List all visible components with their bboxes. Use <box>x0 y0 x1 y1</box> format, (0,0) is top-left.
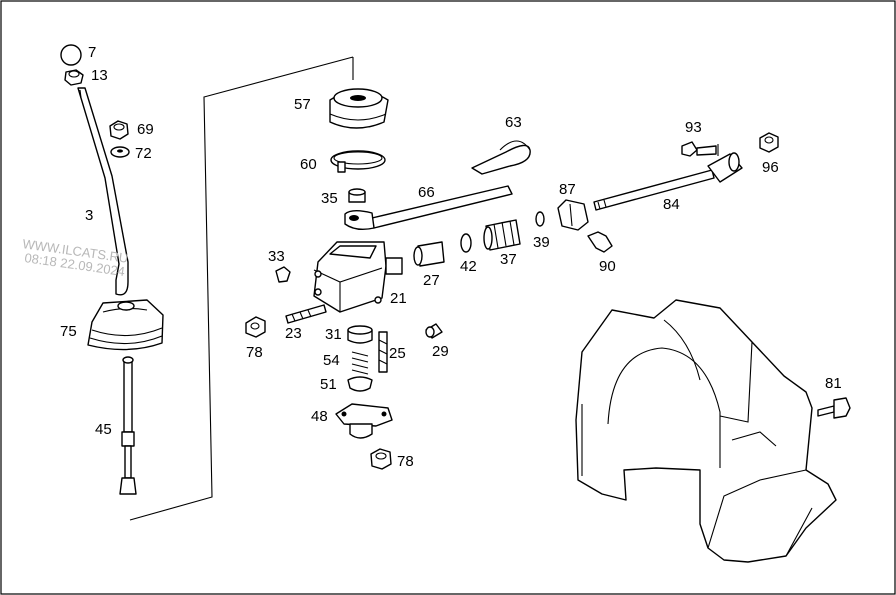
callout-78-left[interactable]: 78 <box>246 344 263 361</box>
bushing-27 <box>413 241 445 267</box>
bushing-29 <box>425 323 443 339</box>
nut-78-bottom <box>370 448 392 470</box>
callout-37[interactable]: 37 <box>500 251 517 268</box>
callout-63[interactable]: 63 <box>505 114 522 131</box>
callout-54[interactable]: 54 <box>323 352 340 369</box>
ring-42 <box>460 233 472 253</box>
pin-25 <box>378 331 388 373</box>
callout-66[interactable]: 66 <box>418 184 435 201</box>
callout-42[interactable]: 42 <box>460 258 477 275</box>
callout-33[interactable]: 33 <box>268 248 285 265</box>
callout-13[interactable]: 13 <box>91 67 108 84</box>
bolt-93 <box>681 141 717 157</box>
ring-39 <box>535 211 545 227</box>
washer-7 <box>60 44 82 66</box>
callout-7[interactable]: 7 <box>88 44 96 61</box>
callout-84[interactable]: 84 <box>663 196 680 213</box>
callout-75[interactable]: 75 <box>60 323 77 340</box>
cable-tie-63 <box>471 140 531 175</box>
callout-87[interactable]: 87 <box>559 181 576 198</box>
callout-96[interactable]: 96 <box>762 159 779 176</box>
boot-37 <box>483 219 521 251</box>
boot-75 <box>87 299 164 351</box>
boot-57 <box>329 88 389 129</box>
callout-39[interactable]: 39 <box>533 234 550 251</box>
callout-35[interactable]: 35 <box>321 190 338 207</box>
callout-27[interactable]: 27 <box>423 272 440 289</box>
callout-51[interactable]: 51 <box>320 376 337 393</box>
housing-21 <box>313 241 403 313</box>
callout-3[interactable]: 3 <box>85 207 93 224</box>
callout-78-bottom[interactable]: 78 <box>397 453 414 470</box>
callout-45[interactable]: 45 <box>95 421 112 438</box>
bell-housing <box>575 299 837 563</box>
bolt-90 <box>587 231 613 253</box>
shaft-45 <box>119 356 137 495</box>
nut-78-left <box>245 316 266 338</box>
callout-57[interactable]: 57 <box>294 96 311 113</box>
plug-33 <box>275 266 291 283</box>
nut-69 <box>109 120 129 140</box>
clamp-87 <box>557 199 589 231</box>
callout-81[interactable]: 81 <box>825 375 842 392</box>
callout-21[interactable]: 21 <box>390 290 407 307</box>
shift-lever-3 <box>77 87 129 296</box>
spring-54 <box>351 351 369 375</box>
stud-23 <box>285 304 327 324</box>
callout-25[interactable]: 25 <box>389 345 406 362</box>
callout-72[interactable]: 72 <box>135 145 152 162</box>
nut-13 <box>64 69 84 86</box>
washer-72 <box>110 146 130 158</box>
bolt-81 <box>817 397 851 419</box>
clamp-60 <box>330 150 386 173</box>
bushing-31 <box>347 325 373 344</box>
flange-48 <box>335 403 393 439</box>
bushing-35 <box>348 188 366 203</box>
callout-31[interactable]: 31 <box>325 326 342 343</box>
shift-rod-84 <box>593 144 743 211</box>
callout-29[interactable]: 29 <box>432 343 449 360</box>
selector-rod-66 <box>344 185 513 231</box>
group-bracket <box>129 56 354 521</box>
nut-96 <box>759 132 779 153</box>
callout-90[interactable]: 90 <box>599 258 616 275</box>
callout-69[interactable]: 69 <box>137 121 154 138</box>
callout-23[interactable]: 23 <box>285 325 302 342</box>
cap-51 <box>347 376 373 392</box>
callout-93[interactable]: 93 <box>685 119 702 136</box>
callout-48[interactable]: 48 <box>311 408 328 425</box>
callout-60[interactable]: 60 <box>300 156 317 173</box>
